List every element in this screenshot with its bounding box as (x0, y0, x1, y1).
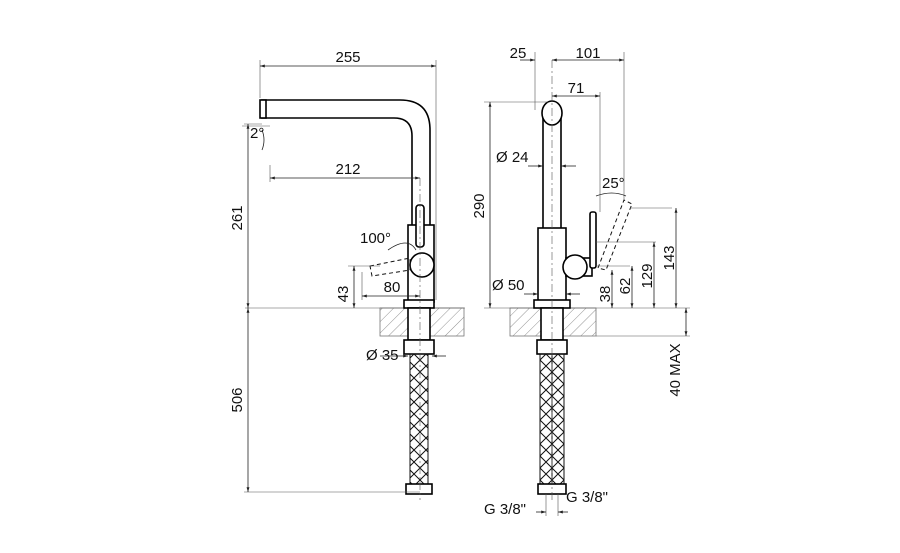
dim-overall-reach: 255 (335, 49, 360, 66)
dim-h-143: 143 (661, 245, 678, 270)
front-faucet-body (533, 100, 633, 495)
dim-deck-max: 40 MAX (667, 343, 684, 396)
dim-lever-height: 43 (335, 286, 352, 303)
dim-h-62: 62 (617, 278, 634, 295)
dim-h-129: 129 (639, 263, 656, 288)
dim-lever-reach: 80 (384, 279, 401, 296)
front-view: 25 101 71 290 Ø 24 25° Ø 50 38 62 129 14… (471, 45, 690, 518)
side-faucet-body (259, 99, 435, 495)
dim-spout-height: 290 (471, 193, 488, 218)
dim-lever-tilt: 25° (602, 175, 625, 192)
dim-lever-offset: 71 (568, 80, 585, 97)
dim-lever-rotation: 100° (360, 230, 391, 247)
dim-h-38: 38 (597, 286, 614, 303)
dim-connection-left: G 3/8" (484, 501, 526, 518)
dim-connection-right: G 3/8" (566, 489, 608, 506)
dim-spout-to-axis: 212 (335, 161, 360, 178)
dim-base-diameter: Ø 50 (492, 277, 525, 294)
side-view: 255 2° 212 261 100° 43 80 Ø 35 506 (229, 49, 465, 500)
dim-shank-diameter: Ø 35 (366, 347, 399, 364)
dim-total-height: 261 (229, 205, 246, 230)
dim-offset-right: 101 (575, 45, 600, 62)
dim-spout-angle: 2° (250, 125, 264, 142)
dim-offset-left: 25 (510, 45, 527, 62)
dim-hose-length: 506 (229, 387, 246, 412)
dim-spout-diameter: Ø 24 (496, 149, 529, 166)
